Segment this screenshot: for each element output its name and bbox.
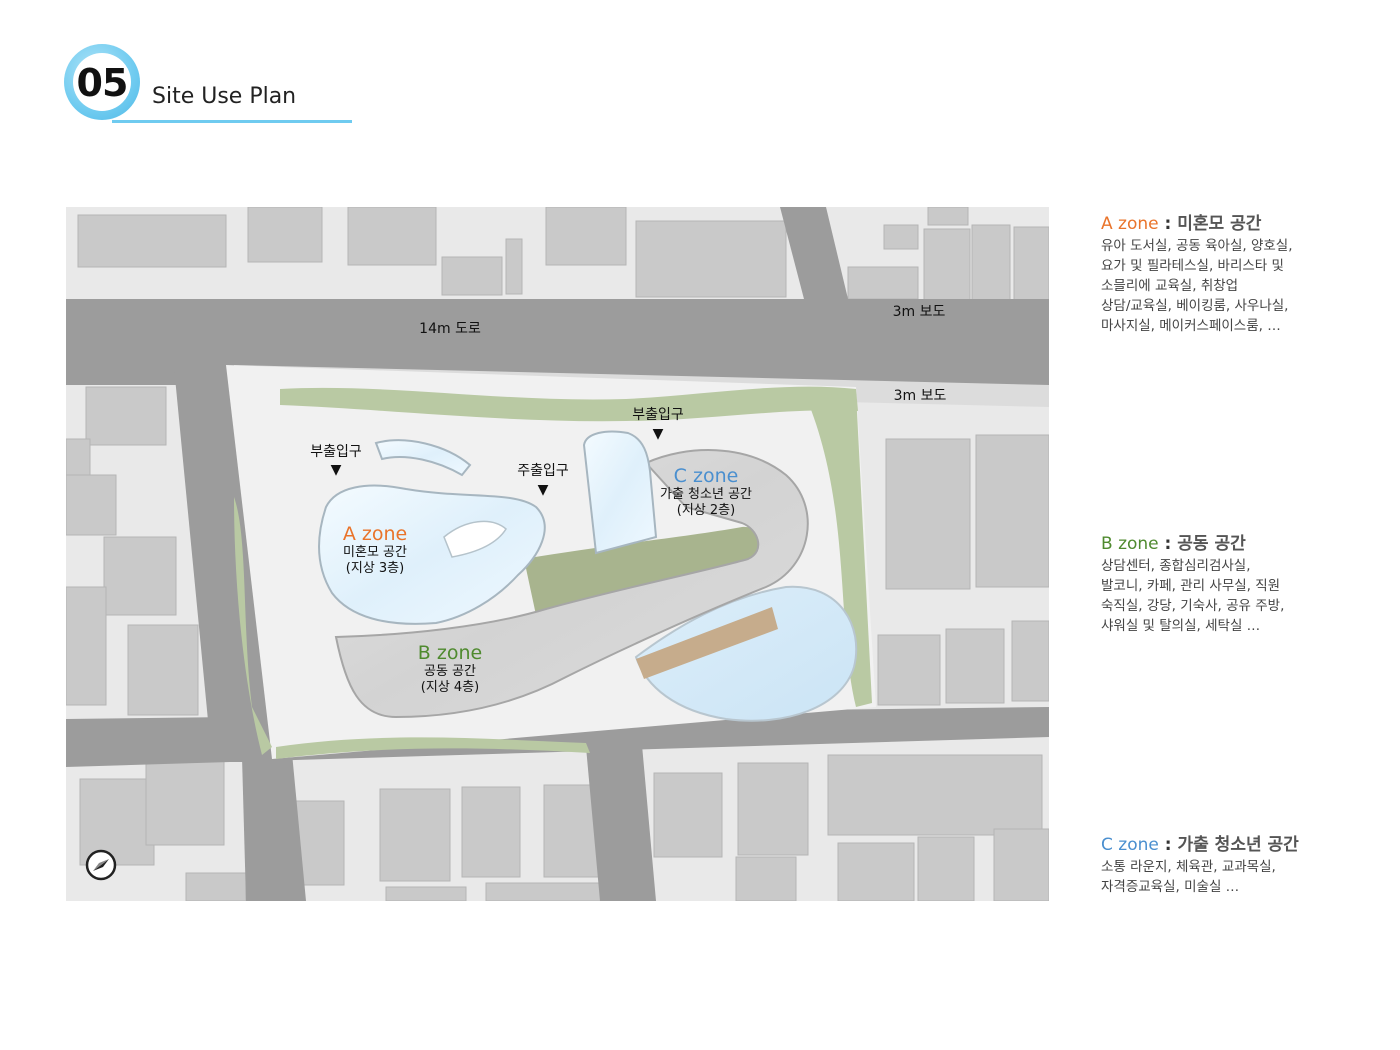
legend-zone-b-items: 상담센터, 종합심리검사실, 발코니, 카페, 관리 사무실, 직원 숙직실, … [1101,558,1285,634]
sub-entrance-left-label: 부출입구 [310,444,362,460]
side-road-bottom-mid [586,745,656,901]
main-road-label: 14m 도로 [419,321,481,337]
section-header: 05 Site Use Plan [0,0,400,140]
timber-deck [636,607,778,679]
compass-icon [85,849,117,881]
zone-a-wing [374,439,472,477]
zone-a-void [443,520,507,558]
sub-entrance-left-arrow-icon: ▼ [330,462,342,478]
zone-c-desc: 가출 청소년 공간 [660,487,752,502]
legend-zone-c: C zone : 가출 청소년 공간 소통 라운지, 체육관, 교과목실, 자격… [1101,834,1391,897]
legend-zone-a-name: A zone [1101,214,1159,234]
zone-b-building [334,449,809,719]
zone-a-name: A zone [342,523,408,545]
legend-separator: : [1158,214,1178,234]
legend-zone-b-heading: B zone : 공동 공간 [1101,533,1391,555]
zone-b-desc: 공동 공간 [424,664,476,679]
sub-entrance-right-arrow-icon: ▼ [652,426,664,442]
zone-c-floors: (지상 2층) [676,503,736,518]
side-road-bottom-left [242,753,306,901]
side-road-top [780,207,848,299]
section-number: 05 [76,61,129,105]
legend-zone-a-items: 유아 도서실, 공동 육아실, 양호실, 요가 및 필라테스실, 바리스타 및 … [1101,238,1293,334]
legend-zone-b-title: 공동 공간 [1177,534,1246,554]
legend-separator: : [1158,835,1178,855]
title-underline [112,120,352,123]
legend-zone-a: A zone : 미혼모 공간 유아 도서실, 공동 육아실, 양호실, 요가 … [1101,213,1391,336]
site-plan-drawing [66,207,1049,901]
site-plan-map: 14m 도로 3m 보도 3m 보도 부출입구 ▼ 주출입구 ▼ 부출입구 ▼ … [66,207,1049,901]
legend-zone-c-heading: C zone : 가출 청소년 공간 [1101,834,1391,856]
zone-a-label: A zone 미혼모 공간 (지상 3층) [343,523,407,577]
zone-a-desc: 미혼모 공간 [343,545,407,560]
zone-b-label: B zone 공동 공간 (지상 4층) [418,642,482,696]
main-entrance-arrow-icon: ▼ [537,482,549,498]
courtyard-lawn [524,526,765,615]
top-sidewalk-label: 3m 보도 [892,304,946,320]
legend-zone-b: B zone : 공동 공간 상담센터, 종합심리검사실, 발코니, 카페, 관… [1101,533,1391,636]
section-number-badge-core [73,53,131,111]
zone-c-name: C zone [673,465,739,487]
zone-a-floors: (지상 3층) [345,561,405,576]
zone-b-name: B zone [417,642,483,664]
zone-b-floors: (지상 4층) [420,680,480,695]
surrounding-buildings [66,207,1049,901]
legend-zone-c-name: C zone [1101,835,1159,855]
site-sidewalk-label: 3m 보도 [893,388,947,404]
legend-zone-b-name: B zone [1101,534,1159,554]
main-entrance-label: 주출입구 [517,463,569,479]
page-title: Site Use Plan [152,84,297,109]
zone-c-label: C zone 가출 청소년 공간 (지상 2층) [660,465,752,519]
legend-zone-a-title: 미혼모 공간 [1177,214,1262,234]
legend-zone-c-title: 가출 청소년 공간 [1177,835,1299,855]
zone-a-building [318,484,546,625]
legend-zone-c-items: 소통 라운지, 체육관, 교과목실, 자격증교육실, 미술실 … [1101,859,1276,895]
legend-separator: : [1158,534,1178,554]
landscape [234,386,872,759]
sub-entrance-right-label: 부출입구 [632,407,684,423]
zone-c-building [582,430,658,555]
legend-zone-a-heading: A zone : 미혼모 공간 [1101,213,1391,235]
